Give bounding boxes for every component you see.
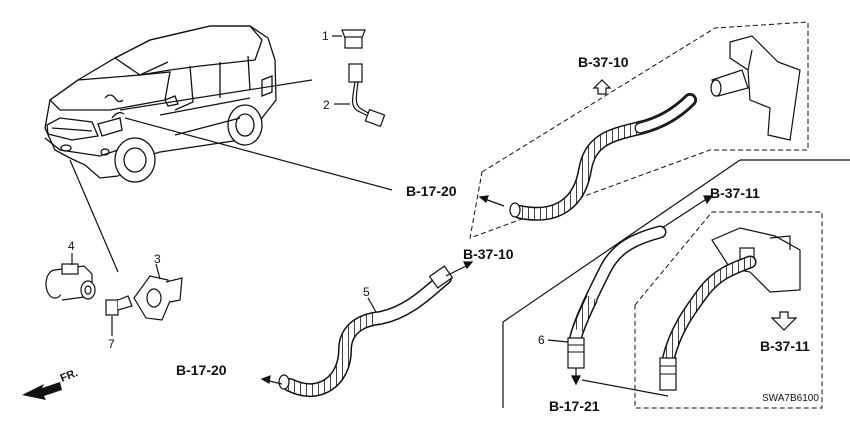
reference-b-17-21: B-17-21 (549, 398, 600, 414)
part-2-harness (334, 63, 386, 128)
front-direction-label: FR. (59, 367, 80, 385)
dashed-box-lower (634, 211, 823, 409)
hose-part-6 (567, 225, 667, 369)
part-leader-lines (367, 297, 569, 343)
reference-b-37-10-middle: B-37-10 (463, 246, 514, 262)
reference-b-37-11-lower: B-37-11 (760, 338, 810, 354)
reference-b-37-10-upper: B-37-10 (578, 54, 629, 70)
part-number-5: 5 (363, 285, 370, 299)
part-number-2: 2 (323, 98, 330, 112)
hose-part-5 (278, 265, 454, 397)
part-number-1: 1 (322, 29, 329, 43)
reference-arrows (260, 195, 714, 397)
reference-b-17-20-lower: B-17-20 (176, 362, 227, 378)
part-number-3: 3 (154, 252, 161, 266)
front-direction-icon: FR. (22, 367, 80, 400)
part-number-6: 6 (538, 333, 545, 347)
arrow-up-icon (592, 79, 612, 95)
diagram-code: SWA7B6100 (762, 393, 819, 404)
dashed-box-upper (469, 21, 809, 239)
part-number-7: 7 (108, 337, 115, 351)
part-1-switch (332, 29, 366, 49)
car-leader-lines (69, 79, 393, 273)
section-boundary (502, 159, 850, 408)
hose-lower-right (659, 255, 757, 391)
reference-b-17-20-middle: B-17-20 (406, 183, 457, 199)
upper-bracket (710, 35, 801, 141)
upper-hose (509, 93, 697, 221)
part-7-clip (105, 295, 133, 336)
part-4-sensor (45, 253, 96, 301)
arrow-down-icon (770, 311, 798, 331)
reference-b-37-11-upper: B-37-11 (710, 185, 760, 201)
part-number-4: 4 (68, 239, 75, 253)
part-3-bracket (133, 263, 183, 321)
vehicle-illustration (44, 25, 277, 183)
